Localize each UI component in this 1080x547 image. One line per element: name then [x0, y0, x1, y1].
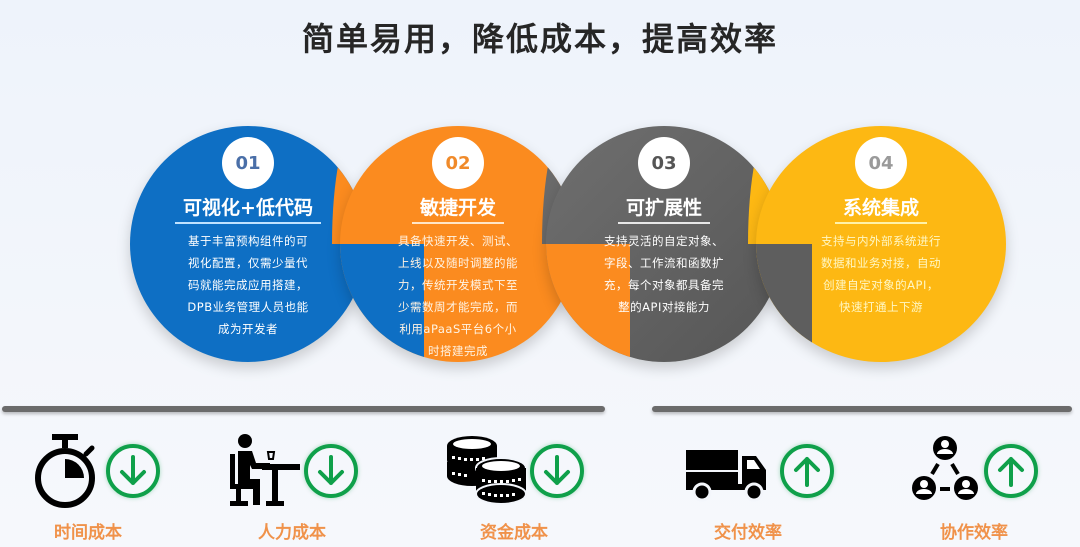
benefit-time-cost: 时间成本: [28, 430, 178, 543]
stopwatch-icon: [35, 434, 95, 508]
benefit-label: 交付效率: [714, 523, 782, 543]
person-at-desk-icon: [230, 434, 300, 506]
feature-heading: 敏捷开发: [411, 193, 504, 224]
truck-icon: [686, 450, 766, 502]
feature-heading: 可扩展性: [617, 193, 710, 224]
feature-circle-extensibility: 03 可扩展性 支持灵活的自定对象、 字段、工作流和函数扩 充，每个对象都具备完…: [546, 126, 782, 362]
cost-section-divider: [2, 406, 605, 412]
arrow-up-icon: [780, 444, 834, 498]
coins-icon: [447, 436, 527, 505]
feature-circles: 01 可视化+低代码 基于丰富预构组件的可 视化配置，仅需少量代 码就能完成应用…: [130, 126, 1006, 362]
feature-description: 基于丰富预构组件的可 视化配置，仅需少量代 码就能完成应用搭建， DPB业务管理…: [187, 234, 309, 336]
feature-number-badge: 03: [638, 137, 690, 189]
feature-circle-visual-lowcode: 01 可视化+低代码 基于丰富预构组件的可 视化配置，仅需少量代 码就能完成应用…: [130, 126, 366, 362]
feature-description: 具备快速开发、测试、 上线以及随时调整的能 力，传统开发模式下至 少需数周才能完…: [398, 234, 518, 358]
benefit-delivery-efficiency: 交付效率: [684, 430, 844, 543]
arrow-up-icon: [984, 444, 1038, 498]
benefit-label: 人力成本: [258, 523, 326, 543]
arrow-down-icon: [106, 444, 160, 498]
feature-heading: 可视化+低代码: [175, 193, 321, 224]
feature-number-badge: 02: [432, 137, 484, 189]
benefit-label: 资金成本: [480, 523, 548, 543]
feature-circle-agile-dev: 02 敏捷开发 具备快速开发、测试、 上线以及随时调整的能 力，传统开发模式下至…: [340, 126, 576, 362]
feature-number-badge: 01: [222, 137, 274, 189]
feature-heading: 系统集成: [834, 193, 927, 224]
benefit-label: 协作效率: [940, 523, 1008, 543]
benefit-label: 时间成本: [54, 523, 122, 543]
page-title: 简单易用，降低成本，提高效率: [301, 20, 778, 58]
feature-description: 支持灵活的自定对象、 字段、工作流和函数扩 充，每个对象都具备完 整的API对接…: [604, 234, 724, 314]
feature-description: 支持与内外部系统进行 数据和业务对接，自动 创建自定对象的API， 快速打通上下…: [821, 234, 941, 314]
benefit-capital-cost: 资金成本: [446, 430, 596, 543]
feature-circle-system-integration: 04 系统集成 支持与内外部系统进行 数据和业务对接，自动 创建自定对象的API…: [756, 126, 1006, 362]
arrow-down-icon: [530, 444, 584, 498]
benefit-labor-cost: 人力成本: [228, 430, 378, 543]
arrow-down-icon: [304, 444, 358, 498]
team-network-icon: [912, 436, 978, 500]
feature-number-badge: 04: [855, 137, 907, 189]
benefit-collaboration-efficiency: 协作效率: [912, 430, 1072, 543]
efficiency-section-divider: [652, 406, 1072, 412]
